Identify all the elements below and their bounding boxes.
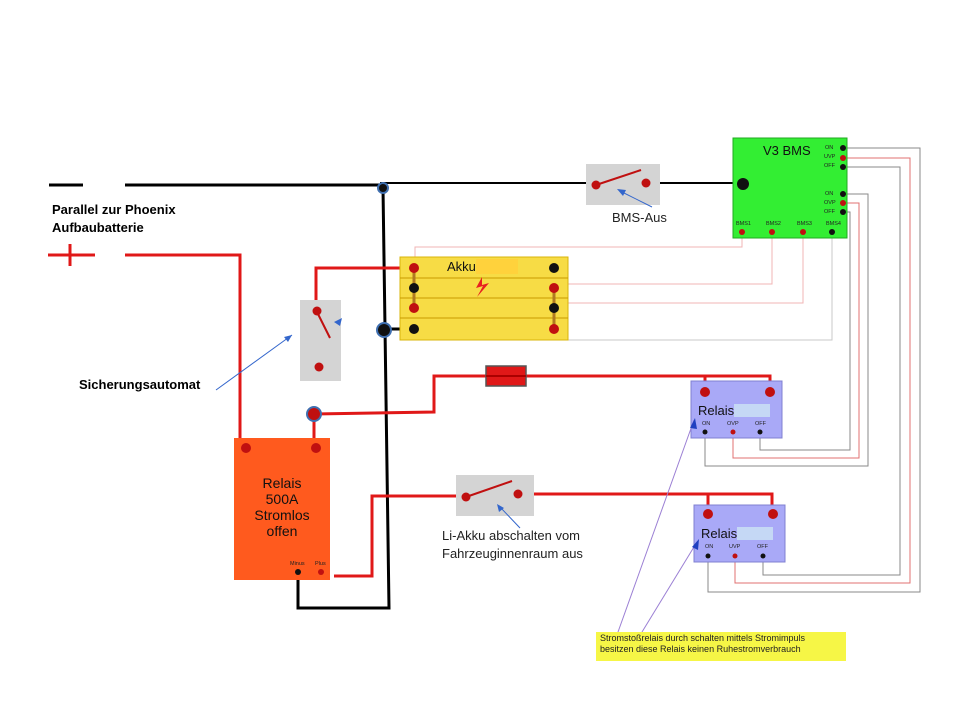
bms-uvp-relay-lower-wire	[734, 157, 911, 584]
bms-aus-label: BMS-Aus	[612, 210, 667, 225]
note-line2: besitzen diese Relais keinen Ruhestromve…	[600, 644, 801, 654]
relais-main-line3: Stromlos	[254, 507, 310, 523]
bms-pin-label: BMS1	[736, 221, 751, 227]
plus-to-switch-wire	[322, 494, 460, 578]
relais-main-line2: 500A	[265, 491, 299, 507]
note-line1: Stromstoßrelais durch schalten mittels S…	[600, 633, 806, 643]
sicherungsautomat-arrow	[215, 334, 293, 391]
bms-pin-label: ON	[825, 145, 834, 151]
inline-fuse	[485, 365, 527, 387]
relais-main-pin-minus: Minus	[290, 561, 305, 567]
arrowhead-icon	[284, 335, 292, 342]
relais-lower-pin: ON	[705, 544, 714, 550]
bms-off-relay-upper-wire	[759, 211, 851, 451]
bms-aus-switch[interactable]	[586, 164, 660, 205]
annotation-arrows	[215, 190, 653, 529]
fuse-akku-wire	[314, 266, 414, 300]
top-junction	[377, 182, 389, 194]
li-akku-arrow	[499, 506, 521, 529]
akku-title: Akku	[447, 259, 518, 274]
bms-pin-label: UVP	[824, 154, 836, 160]
sicherungsautomat-switch[interactable]	[300, 300, 342, 381]
sicherungsautomat-label: Sicherungsautomat	[79, 377, 201, 392]
relais-upper-pin: OVP	[727, 421, 739, 427]
bms-pin-label: OVP	[824, 200, 836, 206]
relais-main-line1: Relais	[262, 475, 302, 491]
parallel-label-line1: Parallel zur Phoenix	[52, 202, 176, 217]
relais-upper-title: Relais	[698, 403, 771, 418]
arrow-heads	[284, 189, 626, 512]
relais-upper-pin: OFF	[755, 421, 766, 427]
li-akku-label-line2: Fahrzeuginnenraum aus	[442, 546, 583, 561]
blue-arrowhead-icon	[334, 318, 342, 326]
bms-pin-label: BMS2	[766, 221, 781, 227]
bms-aus-arrow	[619, 190, 653, 208]
bms-off-relay-lower-wire	[762, 166, 901, 576]
li-akku-switch[interactable]	[456, 475, 534, 516]
bms4-wire	[568, 232, 833, 341]
relais-upper-pin: ON	[702, 421, 711, 427]
arrowhead-icon	[690, 418, 697, 429]
bms-pin-label: OFF	[824, 209, 835, 215]
arrowhead-icon	[692, 539, 699, 550]
bms-on-relay-upper-wire	[704, 193, 869, 467]
relais-lower-title: Relais	[701, 526, 774, 541]
relais-lower-pin: UVP	[729, 544, 741, 550]
bms-pin-label: BMS3	[797, 221, 812, 227]
note-arrows	[617, 419, 698, 633]
relais-lower-pin: OFF	[757, 544, 768, 550]
relais-500a	[234, 438, 334, 580]
bms-pin-label: OFF	[824, 163, 835, 169]
relais-main-line4: offen	[266, 523, 298, 539]
arrowhead-icon	[497, 504, 504, 512]
v3-bms	[732, 137, 848, 239]
bms-pin-label: ON	[825, 191, 834, 197]
akku-junction	[376, 322, 392, 338]
note-box: Stromstoßrelais durch schalten mittels S…	[596, 632, 846, 661]
note-arrow-upper	[617, 419, 695, 633]
arrowhead-icon	[617, 189, 626, 196]
minus-bus-wire	[296, 187, 391, 610]
black-wires	[49, 182, 742, 610]
note-arrow-lower	[641, 541, 698, 633]
bms3-wire	[555, 232, 804, 304]
bms2-wire	[555, 232, 773, 285]
bms-title: V3 BMS	[763, 143, 811, 158]
fuse-junction	[306, 406, 322, 422]
li-akku-label-line1: Li-Akku abschalten vom	[442, 528, 581, 543]
relais-main-text: Relais 500A Stromlos offen	[234, 475, 330, 539]
bms-ovp-relay-upper-wire	[732, 202, 860, 459]
fuse-to-link-wire	[313, 374, 486, 416]
junction-nodes	[306, 182, 392, 422]
plus-main-wire	[125, 253, 242, 447]
note-arrow-heads	[690, 418, 699, 550]
relais-main-pin-plus: Plus	[315, 561, 326, 567]
lightning-icon	[476, 277, 489, 297]
bms-pin-label: BMS4	[826, 221, 841, 227]
parallel-label-line2: Aufbaubatterie	[52, 220, 144, 235]
bms-on-relay-lower-wire	[707, 147, 921, 593]
